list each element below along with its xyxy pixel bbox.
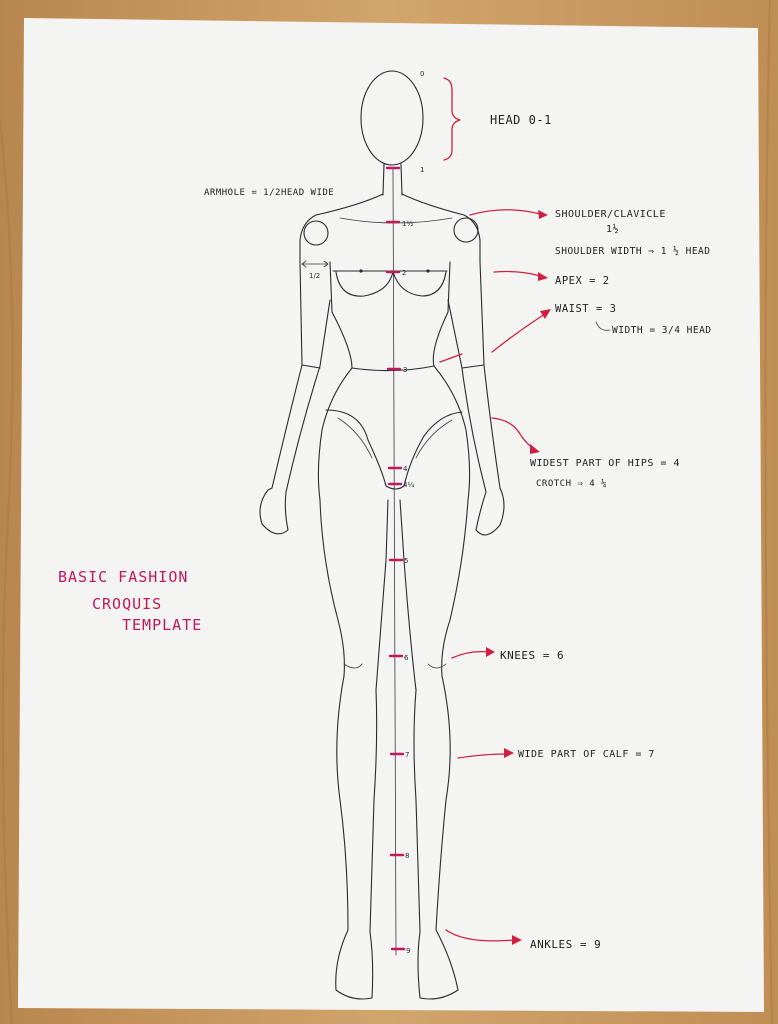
- right-arm: [447, 261, 505, 536]
- right-shoulder-joint: [453, 217, 479, 243]
- waist-line: [351, 365, 435, 372]
- left-arm: [259, 261, 331, 535]
- tick-3: 3: [403, 366, 407, 374]
- croquis-figure: [259, 70, 505, 1000]
- figure-head: [360, 70, 424, 166]
- annotation-arrows: [439, 77, 611, 945]
- left-shoulder-joint: [303, 220, 329, 246]
- waist-arrow: [491, 313, 546, 353]
- tick-5: 5: [404, 557, 408, 565]
- right-leg: [399, 499, 469, 1000]
- title-line-3: TEMPLATE: [122, 616, 202, 634]
- arm-width-arrow: [301, 260, 329, 268]
- apex-arrow: [493, 270, 541, 277]
- label-shoulder: SHOULDER/CLAVICLE: [555, 209, 666, 220]
- shoulder-arrow: [469, 209, 541, 216]
- label-calf: WIDE PART OF CALF = 7: [518, 749, 655, 760]
- tick-8: 8: [405, 852, 409, 860]
- calf-arrow: [457, 753, 507, 759]
- waist-width-arrow: [595, 321, 611, 331]
- ankles-arrow: [445, 929, 515, 942]
- label-hips: WIDEST PART OF HIPS = 4: [530, 458, 680, 469]
- label-shoulder-num: 1½: [606, 223, 619, 235]
- right-elbow: [461, 364, 485, 369]
- label-waist-width: WIDTH = 3/4 HEAD: [612, 325, 712, 336]
- hips-arrow: [491, 417, 535, 449]
- figure-shoulders: [299, 193, 481, 263]
- figure-neck: [382, 163, 403, 196]
- tick-9: 9: [406, 947, 410, 955]
- hips-outline: [317, 365, 471, 501]
- left-leg: [319, 499, 389, 1000]
- tick-0: 0: [420, 70, 424, 78]
- tick-1-5: 1½: [402, 220, 413, 228]
- tick-6: 6: [404, 654, 409, 662]
- tick-2: 2: [402, 269, 406, 277]
- label-head: HEAD 0-1: [490, 113, 552, 127]
- label-knees: KNEES = 6: [500, 649, 564, 662]
- waist-arrow-start: [439, 353, 463, 363]
- tick-7: 7: [405, 751, 409, 759]
- title-line-1: BASIC FASHION: [58, 568, 188, 586]
- tick-4: 4: [403, 465, 408, 473]
- label-ankles: ANKLES = 9: [530, 938, 601, 951]
- head-brace: [443, 77, 461, 161]
- label-crotch: CROTCH ⇒ 4 ¼: [536, 479, 607, 489]
- label-arm-width: 1/2: [309, 272, 320, 280]
- label-apex: APEX = 2: [555, 275, 610, 287]
- knees-arrow: [451, 650, 489, 659]
- pelvis-line: [325, 409, 463, 490]
- left-elbow: [301, 364, 321, 369]
- knee-marks: [343, 663, 447, 669]
- torso-sides: [329, 261, 451, 369]
- hip-creases: [337, 417, 453, 459]
- title-line-2: CROQUIS: [92, 595, 162, 613]
- label-waist: WAIST = 3: [555, 303, 616, 315]
- proportion-ticks: 0 1 1½ 2 3 4 4¼ 5 6 7 8 9: [385, 70, 424, 955]
- label-armhole: ARMHOLE = 1/2HEAD WIDE: [204, 188, 334, 198]
- label-shoulder-width: SHOULDER WIDTH ⇒ 1 ½ HEAD: [555, 246, 711, 257]
- center-guide-line: [392, 167, 397, 956]
- bust: [335, 271, 447, 297]
- tick-4-25: 4¼: [403, 481, 414, 489]
- croquis-title: BASIC FASHION CROQUIS TEMPLATE: [58, 568, 202, 634]
- labels: HEAD 0-1 ARMHOLE = 1/2HEAD WIDE SHOULDER…: [204, 113, 712, 951]
- paper-sheet: [18, 18, 764, 1012]
- tick-1: 1: [420, 166, 424, 174]
